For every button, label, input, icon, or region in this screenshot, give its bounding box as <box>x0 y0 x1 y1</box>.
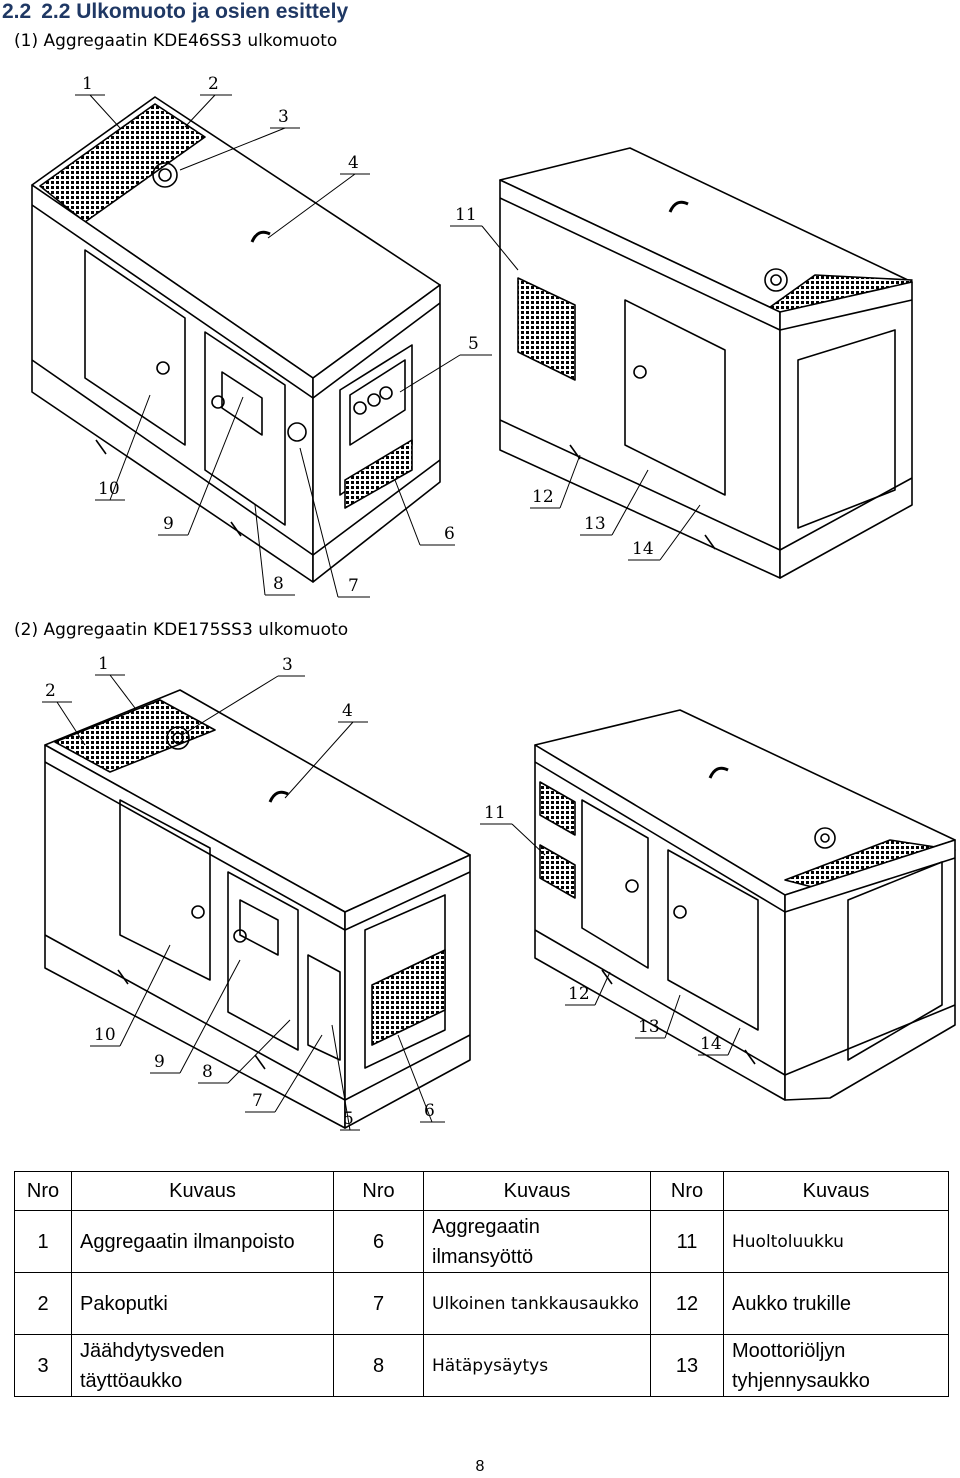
callout-12: 12 <box>568 984 590 1004</box>
callout-1: 1 <box>82 74 93 94</box>
callout-11: 11 <box>455 205 477 225</box>
callout-13: 13 <box>584 514 606 534</box>
table-cell: 3 <box>14 1334 72 1397</box>
callout-12: 12 <box>532 487 554 507</box>
callout-5: 5 <box>468 334 479 354</box>
callout-4: 4 <box>348 153 359 173</box>
page-number: 8 <box>475 1458 485 1475</box>
callout-13: 13 <box>638 1017 660 1037</box>
header-nro: Nro <box>14 1171 72 1211</box>
table-cell: 6 <box>333 1210 424 1273</box>
callout-11: 11 <box>484 803 506 823</box>
table-cell: Ulkoinen tankkausaukko <box>423 1272 651 1335</box>
figure-1-caption: (1) Aggregaatin KDE46SS3 ulkomuoto <box>14 31 338 51</box>
section-heading: 2.2 2.2 Ulkomuoto ja osien esittely <box>2 0 348 24</box>
table-row: 3 Jäähdytysveden täyttöaukko 8 Hätäpysäy… <box>14 1334 949 1397</box>
table-cell: 7 <box>333 1272 424 1335</box>
table-header-row: Nro Kuvaus Nro Kuvaus Nro Kuvaus <box>14 1171 949 1211</box>
figure-1-generator-drawings: 1 2 3 4 5 6 7 8 9 10 11 12 13 14 <box>31 74 913 598</box>
callout-3: 3 <box>278 107 289 127</box>
figure-2-generator-drawings: 1 2 3 4 5 6 7 8 9 10 11 12 13 14 <box>42 654 956 1131</box>
table-cell: 12 <box>650 1272 724 1335</box>
callout-6: 6 <box>444 524 455 544</box>
table-cell: 13 <box>650 1334 724 1397</box>
callout-4: 4 <box>342 701 353 721</box>
table-cell: Huoltoluukku <box>723 1210 949 1273</box>
table-cell: Moottoriöljyn tyhjennysaukko <box>723 1334 949 1397</box>
table-cell: 1 <box>14 1210 72 1273</box>
table-cell: Aggregaatin ilmanpoisto <box>71 1210 334 1273</box>
callout-10: 10 <box>98 479 120 499</box>
callout-8: 8 <box>202 1062 213 1082</box>
parts-table: Nro Kuvaus Nro Kuvaus Nro Kuvaus 1 Aggre… <box>14 1171 949 1397</box>
callout-9: 9 <box>154 1052 165 1072</box>
figure-2-caption: (2) Aggregaatin KDE175SS3 ulkomuoto <box>14 620 349 640</box>
table-cell: Aggregaatin ilmansyöttö <box>423 1210 651 1273</box>
table-row: 2 Pakoputki 7 Ulkoinen tankkausaukko 12 … <box>14 1272 949 1335</box>
callout-2: 2 <box>45 681 56 701</box>
section-number: 2.2 <box>2 0 32 23</box>
header-kuvaus: Kuvaus <box>71 1171 334 1211</box>
callout-8: 8 <box>273 574 284 594</box>
header-nro: Nro <box>333 1171 424 1211</box>
table-row: 1 Aggregaatin ilmanpoisto 6 Aggregaatin … <box>14 1210 949 1273</box>
header-nro: Nro <box>650 1171 724 1211</box>
table-cell: 2 <box>14 1272 72 1335</box>
table-cell: Pakoputki <box>71 1272 334 1335</box>
callout-6: 6 <box>424 1101 435 1121</box>
table-cell: Hätäpysäytys <box>423 1334 651 1397</box>
callout-9: 9 <box>163 514 174 534</box>
table-cell: Aukko trukille <box>723 1272 949 1335</box>
callout-3: 3 <box>282 655 293 675</box>
table-cell: Jäähdytysveden täyttöaukko <box>71 1334 334 1397</box>
callout-5: 5 <box>343 1109 354 1129</box>
table-cell: 11 <box>650 1210 724 1273</box>
header-kuvaus: Kuvaus <box>423 1171 651 1211</box>
header-kuvaus: Kuvaus <box>723 1171 949 1211</box>
callout-14: 14 <box>632 539 654 559</box>
callout-2: 2 <box>208 74 219 94</box>
callout-14: 14 <box>700 1034 722 1054</box>
callout-10: 10 <box>94 1025 116 1045</box>
callout-7: 7 <box>252 1091 263 1111</box>
callout-1: 1 <box>98 654 109 674</box>
section-title: 2.2 Ulkomuoto ja osien esittely <box>41 0 349 23</box>
table-cell: 8 <box>333 1334 424 1397</box>
callout-7: 7 <box>348 576 359 596</box>
